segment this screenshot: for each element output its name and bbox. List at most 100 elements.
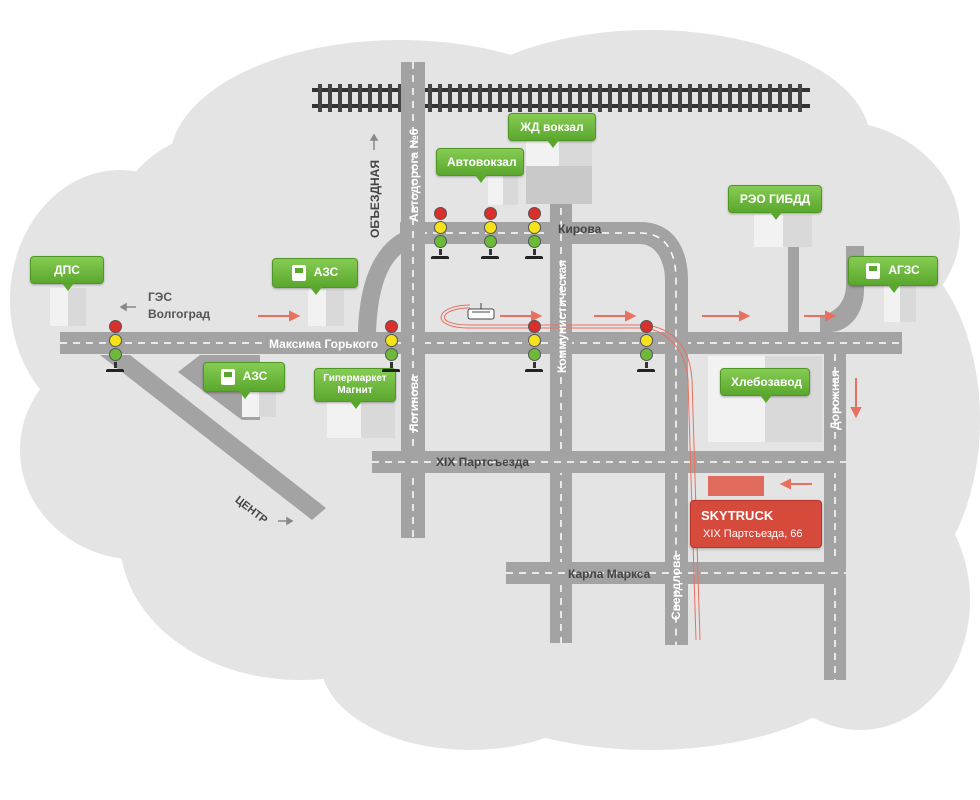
railway-tie [678,84,682,112]
road-label-loginova: Логинова [407,375,421,432]
building-zhd-vokzal [526,140,592,166]
railway-tie [648,84,652,112]
railway-tie [508,84,512,112]
tag-agzs-label: АГЗС [888,263,920,278]
railway-tie [458,84,462,112]
railway-tie [768,84,772,112]
building-reo-gibdd [754,215,812,247]
direction-ges-label-2: Волгоград [148,307,211,321]
tag-dps-label: ДПС [54,263,80,277]
railway-tie [338,84,342,112]
railway-tie [398,84,402,112]
railway-tie [758,84,762,112]
traffic-light-icon [481,207,499,260]
railway-tie [498,84,502,112]
tag-azs-2-label: АЗС [242,369,268,384]
railway-tie [428,84,432,112]
railway-tie [388,84,392,112]
tag-reo-gibdd-label: РЭО ГИБДД [739,192,811,206]
building-skytruck [708,476,764,496]
building-dps [50,288,86,326]
railway-tie [608,84,612,112]
tag-dps[interactable]: ДПС [30,256,104,291]
tag-azs-1-label: АЗС [313,265,339,280]
railway-tie [728,84,732,112]
railway-tie [778,84,782,112]
tag-khlebozavod[interactable]: Хлебозавод [720,368,810,403]
railway-tie [628,84,632,112]
destination-skytruck[interactable]: SKYTRUCK XIX Партсъезда, 66 [690,500,822,548]
building-avtovokzal [488,175,518,205]
railway-tie [708,84,712,112]
direction-ges-label-1: ГЭС [148,290,173,304]
road-label-karla-marksa: Карла Маркса [568,567,651,581]
railway-tie [348,84,352,112]
railway-tie [378,84,382,112]
road-label-sverdlova: Свердлова [669,554,683,620]
road-label-kirova: Кирова [558,222,602,236]
fuel-pump-icon [866,263,881,279]
building-azs1 [308,290,344,326]
road-label-dorozhnaya: Дорожная [828,370,842,430]
fuel-pump-icon [220,369,235,385]
railway [312,84,810,112]
traffic-light-icon [382,320,400,373]
railway-tie [598,84,602,112]
railway-tie [568,84,572,112]
tag-agzs[interactable]: АГЗС [848,256,938,293]
railway-tie [578,84,582,112]
railway-tie [468,84,472,112]
railway-tie [448,84,452,112]
railway-tie [688,84,692,112]
road-label-avtodoroga: Автодорога №6 [407,128,421,222]
direction-arrows [258,310,862,490]
tag-avtovokzal-label: Автовокзал [447,155,517,169]
railway-tie [618,84,622,112]
railway-tie [548,84,552,112]
railway-tie [358,84,362,112]
railway-tie [738,84,742,112]
railway-tie [748,84,752,112]
railway-tie [718,84,722,112]
building-station-platform [526,166,592,204]
railway-tie [528,84,532,112]
railway-tie [438,84,442,112]
tag-zhd-vokzal[interactable]: ЖД вокзал [508,113,596,148]
railway-tie [698,84,702,112]
traffic-light-icon [431,207,449,260]
railway-tie [368,84,372,112]
tag-azs-2[interactable]: АЗС [203,362,285,399]
road-label-kommunisticheskaya: Коммунистическая [555,259,569,373]
traffic-light-icon [637,320,655,373]
road-label-obezdnaya: ОБЪЕЗДНАЯ [368,160,382,238]
railway-tie [518,84,522,112]
tag-azs-1[interactable]: АЗС [272,258,358,295]
tag-magnit-label-2: Магнит [337,385,373,396]
destination-address: XIX Партсъезда, 66 [703,528,803,540]
traffic-light-icon [106,320,124,373]
traffic-light-icon [525,320,543,373]
railway-tie [798,84,802,112]
railway-tie [668,84,672,112]
tram-icon [467,303,495,320]
railway-tie [588,84,592,112]
railway-tie [318,84,322,112]
railway-tie [488,84,492,112]
fuel-pump-icon [291,265,306,281]
road-label-xix-partsezda: XIX Партсъезда [436,455,530,469]
railway-tie [558,84,562,112]
railway-tie [658,84,662,112]
tag-reo-gibdd[interactable]: РЭО ГИБДД [728,185,822,220]
railway-tie [638,84,642,112]
tag-zhd-vokzal-label: ЖД вокзал [520,120,584,134]
road-label-maksima-gorkogo: Максима Горького [265,337,383,351]
railway-tie [328,84,332,112]
tag-magnit-label-1: Гипермаркет [323,373,387,384]
railway-tie [788,84,792,112]
railway-tie [478,84,482,112]
railway-tie [538,84,542,112]
tag-khlebozavod-label: Хлебозавод [731,375,803,389]
tag-avtovokzal[interactable]: Автовокзал [436,148,524,183]
destination-name: SKYTRUCK [701,508,774,523]
